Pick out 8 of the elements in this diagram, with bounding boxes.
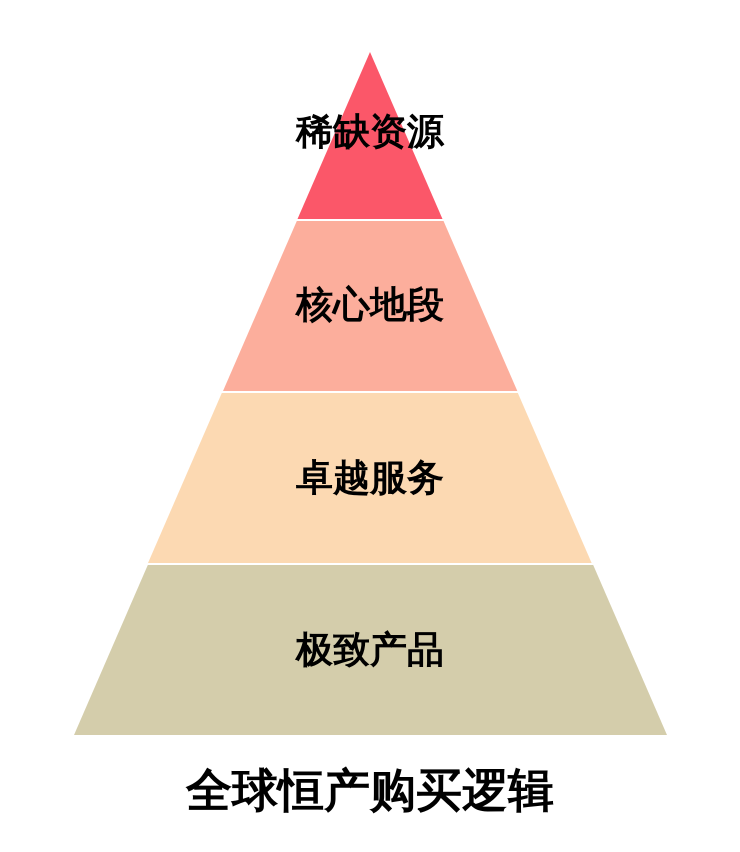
tier-label: 卓越服务 <box>296 457 444 497</box>
diagram-title: 全球恒产购买逻辑 <box>186 763 554 817</box>
pyramid-tier <box>148 393 592 563</box>
pyramid-tier <box>222 221 518 391</box>
pyramid-tier <box>74 565 666 735</box>
tier-label: 稀缺资源 <box>296 111 444 151</box>
tier-label: 核心地段 <box>296 284 444 324</box>
tier-label: 极致产品 <box>296 629 444 669</box>
